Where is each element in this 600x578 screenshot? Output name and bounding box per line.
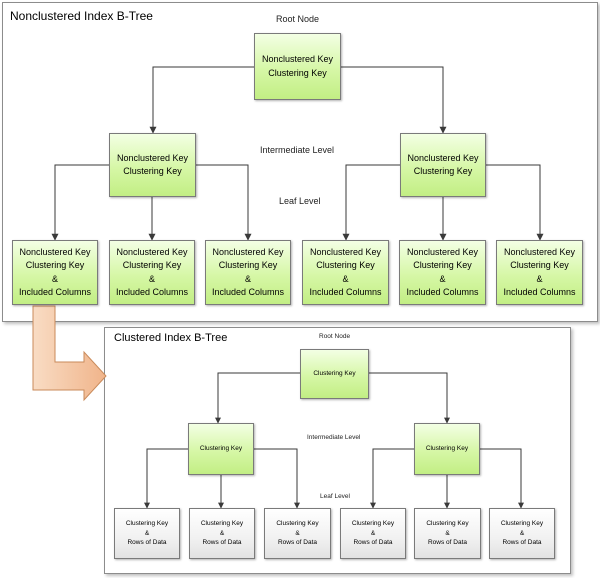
node-line: Rows of Data	[202, 539, 242, 547]
cl-leaf-node: Clustering Key & Rows of Data	[489, 508, 555, 559]
node-line: &	[144, 529, 150, 537]
node-line: Rows of Data	[502, 539, 542, 547]
node-line: Clustering Key	[276, 520, 319, 528]
node-line: Nonclustered Key	[309, 247, 382, 258]
node-line: Clustering Key	[413, 260, 472, 271]
nc-leaf-node: Nonclustered Key Clustering Key & Includ…	[399, 240, 486, 305]
node-line: Clustering Key	[413, 166, 473, 176]
nc-leaf-node: Nonclustered Key Clustering Key & Includ…	[496, 240, 583, 305]
nc-intermediate-label: Intermediate Level	[260, 145, 335, 155]
node-line: Included Columns	[309, 286, 382, 297]
node-line: Included Columns	[18, 286, 92, 297]
node-line: Included Columns	[503, 286, 576, 297]
nc-intermediate-node: Nonclustered Key Clustering Key	[400, 133, 486, 197]
nc-root-node: Nonclustered Key Clustering Key	[254, 33, 341, 100]
node-line: Clustering Key	[25, 260, 85, 271]
node-line: Nonclustered Key	[503, 247, 576, 258]
node-line: &	[219, 529, 225, 537]
node-line: &	[342, 273, 349, 284]
node-line: Clustering Key	[125, 520, 169, 528]
nc-leaf-node: Nonclustered Key Clustering Key & Includ…	[109, 240, 195, 305]
cl-root-node: Clustering Key	[300, 349, 369, 399]
node-line: Included Columns	[211, 286, 285, 297]
cl-leaf-node: Clustering Key & Rows of Data	[189, 508, 255, 559]
cl-intermediate-label: Intermediate Level	[307, 434, 361, 441]
node-line: &	[536, 273, 543, 284]
node-line: &	[445, 529, 450, 537]
node-line: Clustering Key	[199, 445, 243, 453]
node-line: Clustering Key	[123, 166, 182, 176]
cl-leaf-node: Clustering Key & Rows of Data	[340, 508, 406, 559]
cl-leaf-node: Clustering Key & Rows of Data	[414, 508, 481, 559]
node-line: Clustering Key	[218, 260, 278, 271]
nc-intermediate-node: Nonclustered Key Clustering Key	[109, 133, 196, 197]
cl-intermediate-node: Clustering Key	[188, 423, 254, 475]
node-line: Clustering Key	[426, 520, 469, 528]
nonclustered-title: Nonclustered Index B-Tree	[10, 9, 153, 23]
node-line: Included Columns	[115, 286, 189, 297]
node-line: Rows of Data	[353, 539, 393, 547]
node-line: Clustering Key	[200, 520, 244, 528]
node-line: Clustering Key	[122, 260, 182, 271]
node-line: Clustering Key	[313, 370, 356, 378]
clustered-title: Clustered Index B-Tree	[114, 332, 228, 344]
node-line: Rows of Data	[277, 539, 318, 547]
node-line: &	[439, 273, 446, 284]
nc-leaf-node: Nonclustered Key Clustering Key & Includ…	[205, 240, 291, 305]
cl-leaf-node: Clustering Key & Rows of Data	[114, 508, 180, 559]
cl-root-label: Root Node	[319, 333, 351, 340]
cl-leaf-node: Clustering Key & Rows of Data	[264, 508, 331, 559]
nc-leaf-label: Leaf Level	[279, 196, 321, 206]
node-line: Nonclustered Key	[261, 54, 334, 65]
node-line: Nonclustered Key	[212, 247, 284, 258]
node-line: &	[148, 273, 155, 284]
node-line: Clustering Key	[510, 260, 569, 271]
node-line: Clustering Key	[316, 260, 375, 271]
cl-intermediate-node: Clustering Key	[414, 423, 480, 475]
node-line: &	[295, 529, 300, 537]
node-line: Rows of Data	[427, 539, 468, 547]
node-line: Clustering Key	[500, 520, 544, 528]
node-line: Clustering Key	[351, 520, 395, 528]
nc-leaf-node: Nonclustered Key Clustering Key & Includ…	[302, 240, 389, 305]
node-line: Nonclustered Key	[407, 152, 479, 163]
node-line: &	[370, 529, 376, 537]
node-line: Rows of Data	[127, 539, 167, 547]
node-line: Clustering Key	[425, 445, 469, 453]
node-line: Clustering Key	[268, 67, 327, 78]
node-line: &	[244, 273, 251, 284]
nc-leaf-node: Nonclustered Key Clustering Key & Includ…	[12, 240, 98, 305]
node-line: Included Columns	[406, 286, 479, 297]
node-line: Nonclustered Key	[116, 152, 189, 163]
nc-root-label: Root Node	[276, 14, 320, 24]
cl-leaf-label: Leaf Level	[320, 493, 350, 500]
node-line: &	[51, 273, 58, 284]
node-line: Nonclustered Key	[406, 247, 479, 258]
node-line: Nonclustered Key	[19, 247, 91, 258]
node-line: Nonclustered Key	[116, 247, 188, 258]
node-line: &	[519, 529, 525, 537]
